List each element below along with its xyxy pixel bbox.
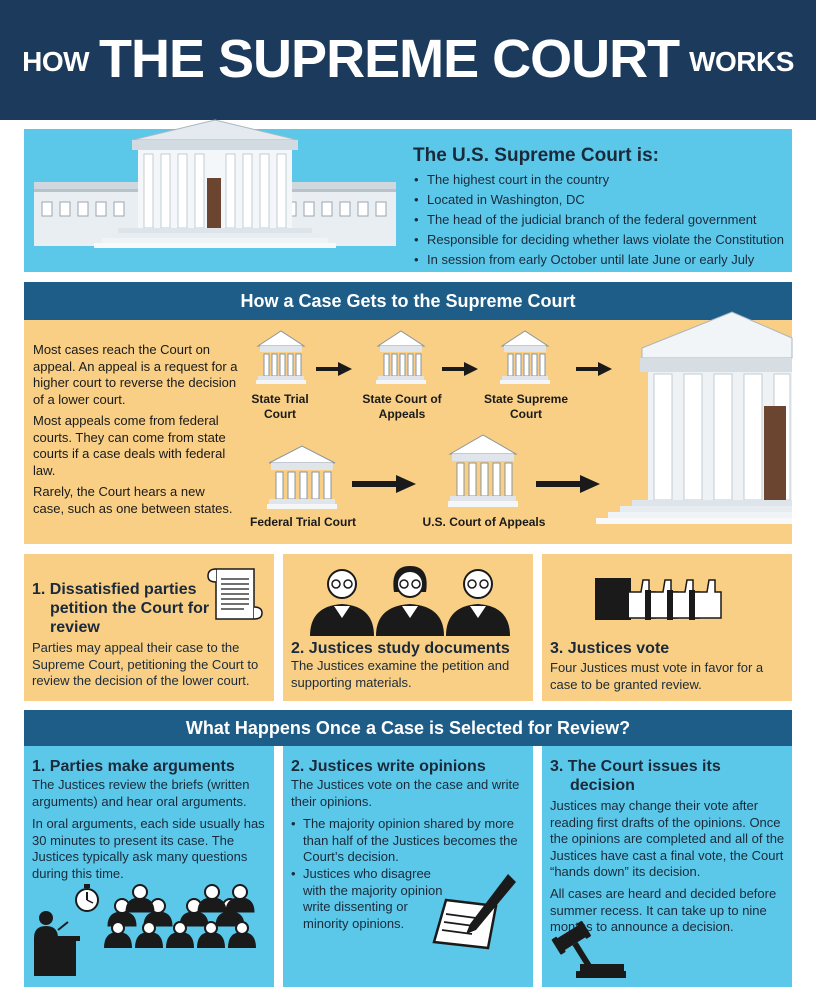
page-title: HOW THE SUPREME COURT WORKS — [0, 28, 816, 90]
title-works: WORKS — [689, 46, 794, 77]
intro-item: The head of the judicial branch of the f… — [413, 210, 793, 230]
review-col-2-list: The majority opinion shared by more than… — [291, 816, 527, 874]
step-3-title: 3. Justices vote — [550, 640, 670, 657]
state-supreme-court-icon — [500, 330, 550, 384]
review-col-2-bullet: The majority opinion shared by more than… — [291, 816, 527, 866]
arrow-right-icon — [316, 362, 352, 376]
arrow-right-icon — [536, 475, 600, 493]
review-col-2-bullet: Justices who disagree with the majority … — [291, 866, 447, 932]
intro-item: Responsible for deciding whether laws vi… — [413, 230, 793, 250]
step-2-title: 2. Justices study documents — [291, 640, 510, 657]
federal-trial-court-icon — [267, 445, 337, 509]
intro-item: Located in Washington, DC — [413, 190, 793, 210]
step-1-title: 1. Dissatisfied parties petition the Cou… — [32, 581, 210, 636]
review-col-3-para-2: All cases are heard and decided before s… — [550, 886, 777, 934]
review-section-title: What Happens Once a Case is Selected for… — [185, 718, 631, 738]
label-federal-trial-court: Federal Trial Court — [249, 515, 357, 529]
step-1-text: Parties may appeal their case to the Sup… — [32, 640, 259, 688]
path-paragraph-3: Rarely, the Court hears a new case, such… — [33, 484, 233, 516]
intro-list: The highest court in the country Located… — [413, 170, 793, 270]
pen-and-paper-icon — [432, 874, 516, 950]
arrow-right-icon — [352, 475, 416, 493]
arrow-right-icon — [576, 362, 612, 376]
label-state-court-of-appeals: State Court of Appeals — [362, 392, 442, 421]
state-trial-court-icon — [256, 330, 306, 384]
review-col-3-panel — [542, 746, 792, 987]
label-us-court-of-appeals: U.S. Court of Appeals — [422, 515, 546, 529]
scroll-document-icon — [207, 568, 263, 620]
supreme-court-large-icon — [596, 311, 793, 524]
review-col-2-para-1: The Justices vote on the case and write … — [291, 777, 520, 809]
review-col-2-list: Justices who disagree with the majority … — [291, 866, 447, 932]
justices-bench-icon — [104, 884, 256, 948]
review-col-2-title: 2. Justices write opinions — [291, 758, 486, 775]
review-col-3-para-1: Justices may change their vote after rea… — [550, 798, 785, 879]
title-how: HOW — [22, 46, 90, 77]
step-3-panel — [542, 554, 792, 701]
title-main: THE SUPREME COURT — [99, 29, 680, 89]
justices-group-icon — [310, 566, 510, 636]
step-2-text: The Justices examine the petition and su… — [291, 658, 510, 690]
gavel-icon — [551, 920, 626, 978]
supreme-court-building-illustration — [34, 119, 396, 248]
path-section-header: How a Case Gets to the Supreme Court — [24, 282, 792, 320]
stopwatch-icon — [75, 884, 99, 912]
lawyer-at-podium-icon — [34, 911, 80, 976]
path-paragraph-2: Most appeals come from federal courts. T… — [33, 413, 226, 478]
thumbs-up-votes-icon — [595, 578, 722, 620]
path-section-title: How a Case Gets to the Supreme Court — [240, 291, 576, 311]
us-court-of-appeals-icon — [448, 434, 518, 507]
review-section-header: What Happens Once a Case is Selected for… — [24, 710, 792, 746]
step-3-text: Four Justices must vote in favor for a c… — [550, 660, 764, 692]
review-col-3-title: 3. The Court issues its decision — [550, 758, 721, 794]
review-col-1-para-2: In oral arguments, each side usually has… — [32, 816, 265, 881]
review-col-1-title: 1. Parties make arguments — [32, 758, 235, 775]
label-state-trial-court: State Trial Court — [251, 392, 309, 421]
path-paragraph-1: Most cases reach the Court on appeal. An… — [33, 342, 238, 407]
intro-item: In session from early October until late… — [413, 250, 793, 270]
review-col-1-para-1: The Justices review the briefs (written … — [32, 777, 250, 809]
label-state-supreme-court: State Supreme Court — [483, 392, 569, 421]
header-banner: HOW THE SUPREME COURT WORKS — [0, 0, 816, 120]
state-appeals-court-icon — [376, 330, 426, 384]
arrow-right-icon — [442, 362, 478, 376]
intro-item: The highest court in the country — [413, 170, 793, 190]
intro-title: The U.S. Supreme Court is: — [413, 145, 659, 166]
